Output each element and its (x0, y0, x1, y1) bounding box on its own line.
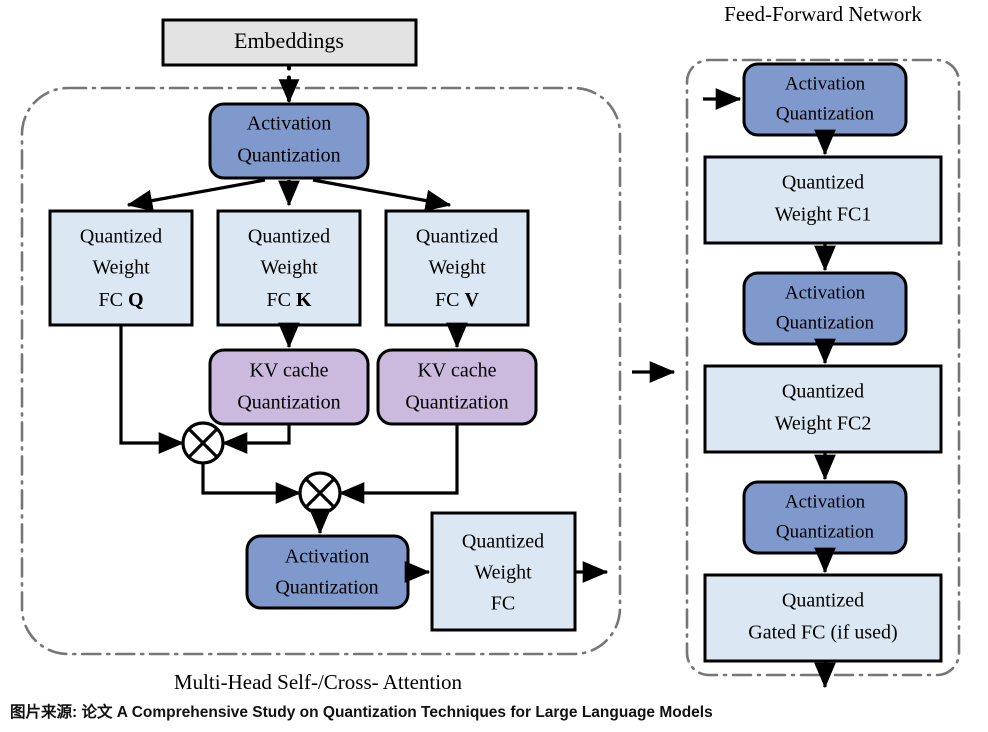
fc-k-box[interactable] (216, 209, 362, 327)
ffn-activation-2-label-1: Activation (785, 282, 866, 303)
edge-kvcache-v-to-matmul2 (338, 424, 459, 504)
kv-cache-v-label-2: Quantization (405, 392, 508, 414)
fc-v-label-3-prefix: FC (435, 289, 464, 311)
fc-v-label-1: Quantized (416, 226, 498, 248)
attention-output-fc-label-2: Weight (474, 562, 532, 584)
edge-activation-to-fcq (126, 178, 266, 212)
edge-fcq-to-matmul1 (119, 325, 185, 454)
embeddings-box[interactable] (161, 18, 418, 67)
ffn-activation-1-label-1: Activation (785, 73, 866, 94)
attention-output-activation-label-2: Quantization (275, 577, 378, 599)
ffn-panel-border (685, 58, 961, 677)
edge-matmul1-to-matmul2 (201, 463, 302, 504)
ffn-panel-title: Feed-Forward Network (724, 2, 922, 26)
source-caption: 图片来源: 论文 A Comprehensive Study on Quanti… (10, 704, 713, 721)
attention-activation-quantization-label-2: Quantization (237, 145, 340, 167)
attention-activation-quantization-label-1: Activation (247, 113, 331, 135)
kv-cache-k-label-2: Quantization (237, 392, 340, 414)
kv-cache-k-label-1: KV cache (249, 360, 328, 382)
attention-output-fc-box[interactable] (430, 511, 577, 632)
fc-q-label-3: FC Q (98, 289, 143, 311)
ffn-activation-3-label-1: Activation (785, 491, 866, 512)
fc-q-label-3-tag: Q (128, 289, 144, 311)
attention-activation-quantization-box[interactable] (208, 102, 370, 180)
fc-k-label-3-tag: K (296, 289, 312, 311)
ffn-activation-1-label-2: Quantization (776, 103, 875, 124)
fc-v-label-3-tag: V (465, 289, 480, 311)
fc-v-label-2: Weight (428, 257, 486, 279)
fc-k-label-3: FC K (266, 289, 311, 311)
attention-output-activation-label-1: Activation (285, 546, 369, 568)
fc-k-label-1: Quantized (248, 226, 330, 248)
fc-q-label-3-prefix: FC (98, 289, 127, 311)
ffn-fc1-label-2: Weight FC1 (775, 204, 872, 226)
ffn-fc2-label-2: Weight FC2 (775, 413, 872, 435)
attention-output-fc-label-3: FC (491, 593, 515, 615)
ffn-activation-2-label-2: Quantization (776, 312, 875, 333)
fc-k-label-2: Weight (260, 257, 318, 279)
fc-q-label-2: Weight (92, 257, 150, 279)
fc-v-label-3: FC V (435, 289, 479, 311)
ffn-activation-3-label-2: Quantization (776, 521, 875, 542)
ffn-fc2-label-1: Quantized (782, 381, 864, 403)
fc-k-label-3-prefix: FC (266, 289, 295, 311)
matmul-score-v-node[interactable] (298, 471, 342, 515)
edge-activation-to-fcv (312, 178, 452, 212)
ffn-gated-fc-box[interactable] (703, 573, 943, 663)
kv-cache-v-label-1: KV cache (417, 360, 496, 382)
ffn-fc2-box[interactable] (703, 364, 943, 454)
edge-kvcache-k-to-matmul1 (221, 424, 291, 454)
attention-panel-title: Multi-Head Self-/Cross- Attention (174, 670, 463, 694)
fc-q-label-1: Quantized (80, 226, 162, 248)
attention-panel-border (20, 86, 622, 656)
matmul-qk-node[interactable] (181, 421, 225, 465)
attention-output-fc-label-1: Quantized (462, 531, 544, 553)
fc-q-box[interactable] (48, 209, 194, 327)
ffn-gated-fc-label-1: Quantized (782, 590, 864, 612)
ffn-fc1-label-1: Quantized (782, 172, 864, 194)
embeddings-label: Embeddings (234, 28, 344, 53)
ffn-gated-fc-label-2: Gated FC (if used) (748, 622, 897, 644)
ffn-fc1-box[interactable] (703, 155, 943, 245)
